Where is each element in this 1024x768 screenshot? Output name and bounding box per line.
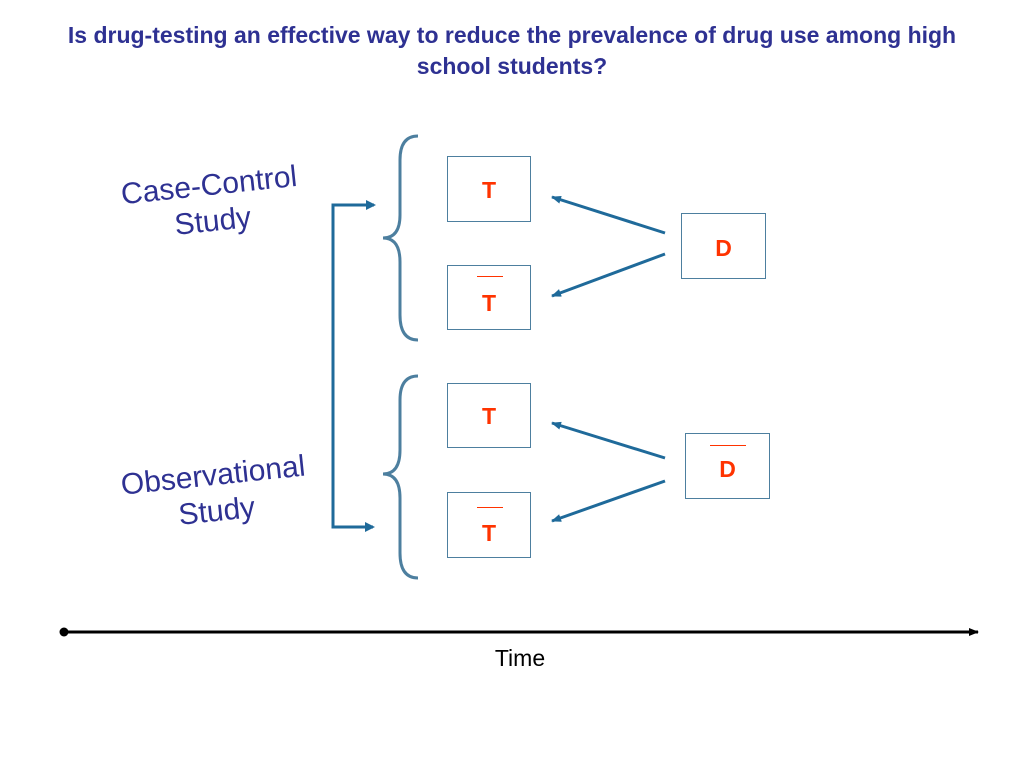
box-not-tested-top: T xyxy=(447,265,531,330)
arrow-dbar-to-tbar xyxy=(551,479,666,523)
overline-bar xyxy=(477,276,503,277)
box-label: T xyxy=(481,177,497,203)
time-axis-label: Time xyxy=(494,645,546,671)
box-label: D xyxy=(715,235,732,261)
box-tested-bottom: T xyxy=(447,383,531,448)
slide-title: Is drug-testing an effective way to redu… xyxy=(67,22,957,79)
curly-brace-top xyxy=(382,134,419,342)
overline-bar xyxy=(477,507,503,508)
box-tested-top: T xyxy=(447,156,531,222)
overline-bar xyxy=(710,445,746,446)
box-no-drug-use: D xyxy=(685,433,770,499)
box-not-tested-bottom: T xyxy=(447,492,531,558)
box-label: D xyxy=(719,456,736,482)
arrow-dbar-to-t xyxy=(551,421,666,460)
box-label: T xyxy=(481,520,497,546)
box-label: T xyxy=(481,290,497,316)
arrow-d-to-tbar xyxy=(551,252,666,298)
group-bracket xyxy=(331,200,376,532)
box-label: T xyxy=(481,403,497,429)
curly-brace-bottom xyxy=(382,374,419,580)
arrow-d-to-t xyxy=(551,195,666,235)
box-drug-use: D xyxy=(681,213,766,279)
